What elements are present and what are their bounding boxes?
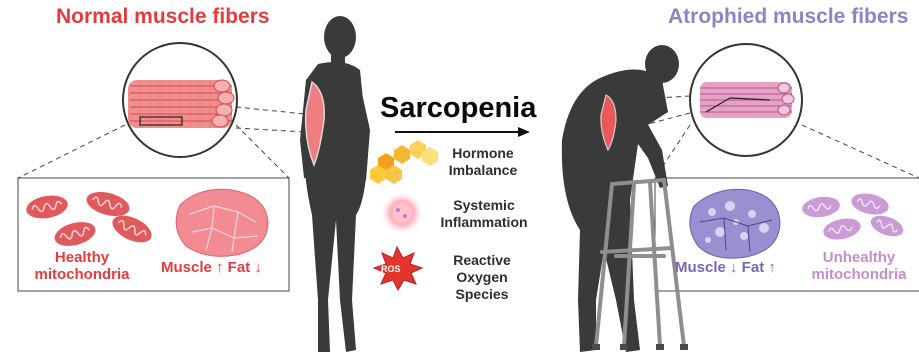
- inflammation-glow-icon: [380, 191, 424, 235]
- unhealthy-mitochondria-group: [801, 190, 906, 242]
- healthy-muscle-cross-section: [176, 189, 268, 256]
- factor-ros-label: Reactive Oxygen Species: [438, 252, 526, 303]
- hexagon-cluster-icon: [370, 140, 438, 184]
- standing-person-silhouette: [300, 16, 370, 352]
- factor-inflammation-label: Systemic Inflammation: [430, 197, 538, 231]
- normal-fibers-title: Normal muscle fibers: [56, 5, 270, 29]
- normal-fiber-magnifier: [123, 43, 237, 157]
- atrophied-fiber-magnifier: [690, 44, 802, 156]
- healthy-mitochondria-group: [24, 188, 155, 250]
- ros-badge-text: ROS: [381, 264, 401, 274]
- sarcopenia-title: Sarcopenia: [380, 92, 536, 125]
- normal-muscle-fat-label: Muscle ↑ Fat ↓: [161, 259, 262, 276]
- elderly-person-silhouette: [562, 45, 679, 352]
- progression-arrow: [395, 127, 530, 137]
- healthy-mitochondria-label: Healthy mitochondria: [22, 249, 142, 283]
- atrophied-fibers-title: Atrophied muscle fibers: [668, 5, 908, 29]
- factor-hormone-label: Hormone Imbalance: [437, 145, 529, 179]
- atrophied-muscle-fat-label: Muscle ↓ Fat ↑: [675, 259, 776, 276]
- unhealthy-mitochondria-label: Unhealthy mitochondria: [800, 249, 918, 283]
- atrophied-muscle-cross-section: [690, 189, 780, 258]
